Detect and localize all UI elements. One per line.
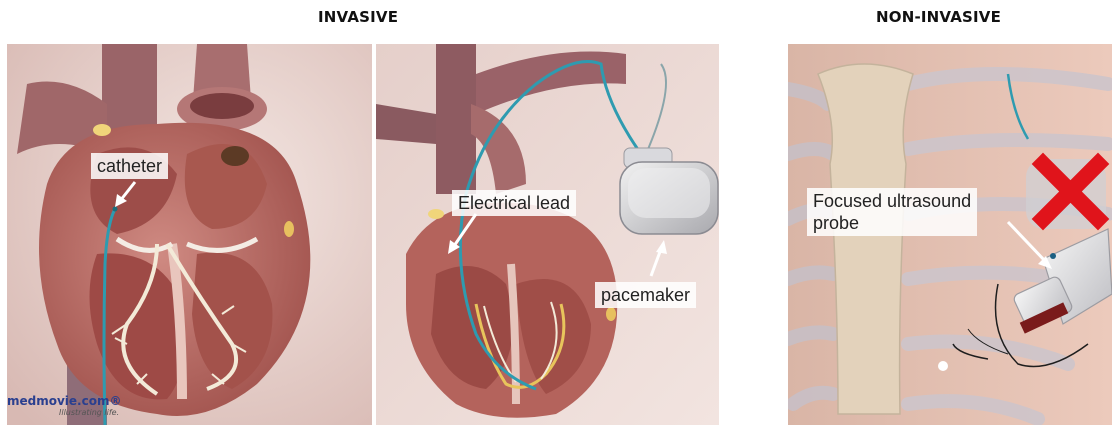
logo-brand: medmovie.com®: [7, 396, 121, 407]
pacemaker-heart-illustration: [376, 44, 719, 425]
medmovie-logo: medmovie.com® Illustrating life.: [7, 396, 121, 418]
logo-tagline: Illustrating life.: [7, 407, 121, 418]
heart-illustration: [7, 44, 372, 425]
panel-pacemaker-heart: Electrical lead pacemaker: [376, 44, 719, 425]
panel-ultrasound-chest: Focused ultrasound probe: [788, 44, 1112, 425]
heading-invasive: INVASIVE: [318, 8, 398, 26]
label-electrical-lead: Electrical lead: [452, 190, 576, 216]
label-probe-line2: probe: [813, 212, 971, 234]
label-probe-line1: Focused ultrasound: [813, 190, 971, 212]
label-catheter: catheter: [91, 153, 168, 179]
label-pacemaker: pacemaker: [595, 282, 696, 308]
heading-non-invasive: NON-INVASIVE: [876, 8, 1001, 26]
panel-catheter-heart: catheter medmovie.com® Illustrating life…: [7, 44, 372, 425]
label-ultrasound-probe: Focused ultrasound probe: [807, 188, 977, 236]
